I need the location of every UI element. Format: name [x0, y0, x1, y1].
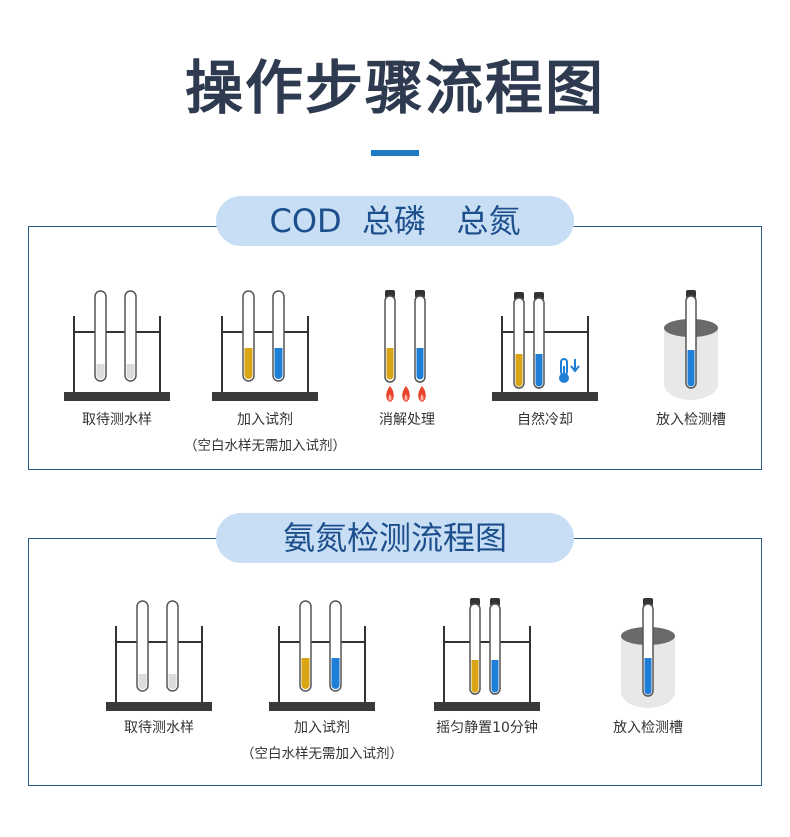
- step-label: 加入试剂 （空白水样无需加入试剂）: [232, 718, 412, 764]
- rack-reagent-tubes-icon: [212, 290, 318, 401]
- rack-empty-tubes-icon: [64, 290, 170, 401]
- heating-flame-icon: [384, 290, 426, 402]
- step-label: 加入试剂 （空白水样无需加入试剂）: [175, 410, 355, 456]
- step-label: 取待测水样: [82, 412, 152, 428]
- title-underline: [371, 150, 419, 156]
- detection-cell-icon: [621, 598, 675, 708]
- step-note: （空白水样无需加入试剂）: [241, 746, 403, 762]
- rack-reagent-tubes-icon: [269, 600, 375, 711]
- step-label-text: 加入试剂: [294, 720, 350, 736]
- ammonia-section-heading: 氨氮检测流程图: [216, 513, 574, 563]
- thermometer-cooling-icon: [492, 292, 598, 401]
- rack-empty-tubes-icon: [106, 600, 212, 711]
- step-label: 取待测水样: [124, 720, 194, 736]
- cod-section-heading: COD 总磷 总氮: [216, 196, 574, 246]
- page-title: 操作步骤流程图: [184, 54, 605, 122]
- step-note: （空白水样无需加入试剂）: [184, 438, 346, 454]
- step-label: 自然冷却: [517, 412, 573, 428]
- step-label-text: 加入试剂: [237, 412, 293, 428]
- detection-cell-icon: [664, 290, 718, 400]
- step-label: 放入检测槽: [613, 720, 683, 736]
- capped-tubes-rack-icon: [434, 598, 540, 711]
- step-label: 摇匀静置10分钟: [436, 720, 538, 736]
- step-label: 消解处理: [379, 412, 435, 428]
- step-label: 放入检测槽: [656, 412, 726, 428]
